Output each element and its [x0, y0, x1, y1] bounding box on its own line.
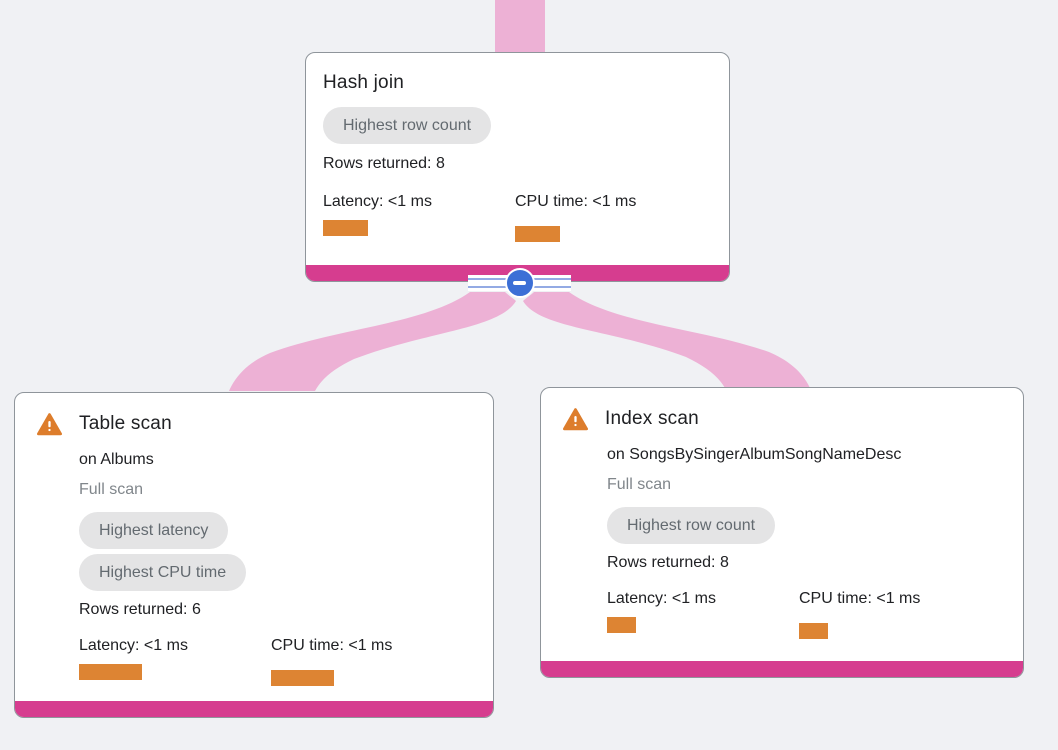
highlight-badge: Highest row count	[607, 507, 776, 544]
warning-icon	[563, 408, 588, 431]
scan-type-text: Full scan	[79, 481, 144, 498]
scan-type-text: Full scan	[607, 476, 672, 493]
rows-returned-text: Rows returned: 6	[79, 601, 201, 618]
cpu-time-bar	[799, 623, 828, 639]
latency-bar	[323, 220, 368, 236]
highlight-badge: Highest latency	[79, 512, 229, 549]
plan-node-index-scan[interactable]: Index scan on SongsBySingerAlbumSongName…	[540, 387, 1024, 678]
rows-returned-text: Rows returned: 8	[323, 155, 445, 172]
latency-metric: Latency: <1 ms	[607, 588, 799, 639]
cpu-time-label: CPU time: <1 ms	[799, 590, 921, 607]
rows-returned-text: Rows returned: 8	[607, 554, 729, 571]
cpu-time-label: CPU time: <1 ms	[515, 193, 637, 210]
latency-metric: Latency: <1 ms	[323, 191, 515, 242]
metrics-row: Latency: <1 ms CPU time: <1 ms	[607, 588, 1007, 639]
cpu-time-bar	[271, 670, 334, 686]
highlight-badge: Highest CPU time	[79, 554, 247, 591]
cpu-time-bar	[515, 226, 560, 242]
warning-icon	[37, 413, 62, 436]
collapse-minus-icon[interactable]	[504, 268, 535, 298]
node-title: Hash join	[323, 72, 405, 93]
cpu-time-metric: CPU time: <1 ms	[515, 191, 707, 242]
collapse-button[interactable]	[468, 266, 571, 300]
cpu-time-label: CPU time: <1 ms	[271, 637, 393, 654]
metrics-row: Latency: <1 ms CPU time: <1 ms	[79, 635, 477, 686]
plan-node-hash-join[interactable]: Hash join Highest row count Rows returne…	[305, 52, 730, 282]
node-accent-bar	[541, 661, 1023, 677]
latency-label: Latency: <1 ms	[79, 637, 188, 654]
edge-parent-to-hash-join	[495, 0, 545, 53]
highlight-badge: Highest row count	[323, 107, 492, 144]
metrics-row: Latency: <1 ms CPU time: <1 ms	[323, 191, 713, 242]
edge-hash-join-to-index-scan	[523, 292, 810, 388]
latency-label: Latency: <1 ms	[323, 193, 432, 210]
edge-hash-join-to-table-scan	[229, 292, 516, 391]
cpu-time-metric: CPU time: <1 ms	[799, 588, 991, 639]
plan-node-table-scan[interactable]: Table scan on Albums Full scan Highest l…	[14, 392, 494, 718]
node-title: Index scan	[605, 408, 699, 429]
latency-bar	[79, 664, 142, 680]
node-subtitle: on SongsBySingerAlbumSongNameDesc	[607, 446, 902, 463]
latency-bar	[607, 617, 636, 633]
latency-metric: Latency: <1 ms	[79, 635, 271, 686]
latency-label: Latency: <1 ms	[607, 590, 716, 607]
node-title: Table scan	[79, 413, 172, 434]
node-accent-bar	[15, 701, 493, 717]
cpu-time-metric: CPU time: <1 ms	[271, 635, 463, 686]
node-subtitle: on Albums	[79, 451, 154, 468]
